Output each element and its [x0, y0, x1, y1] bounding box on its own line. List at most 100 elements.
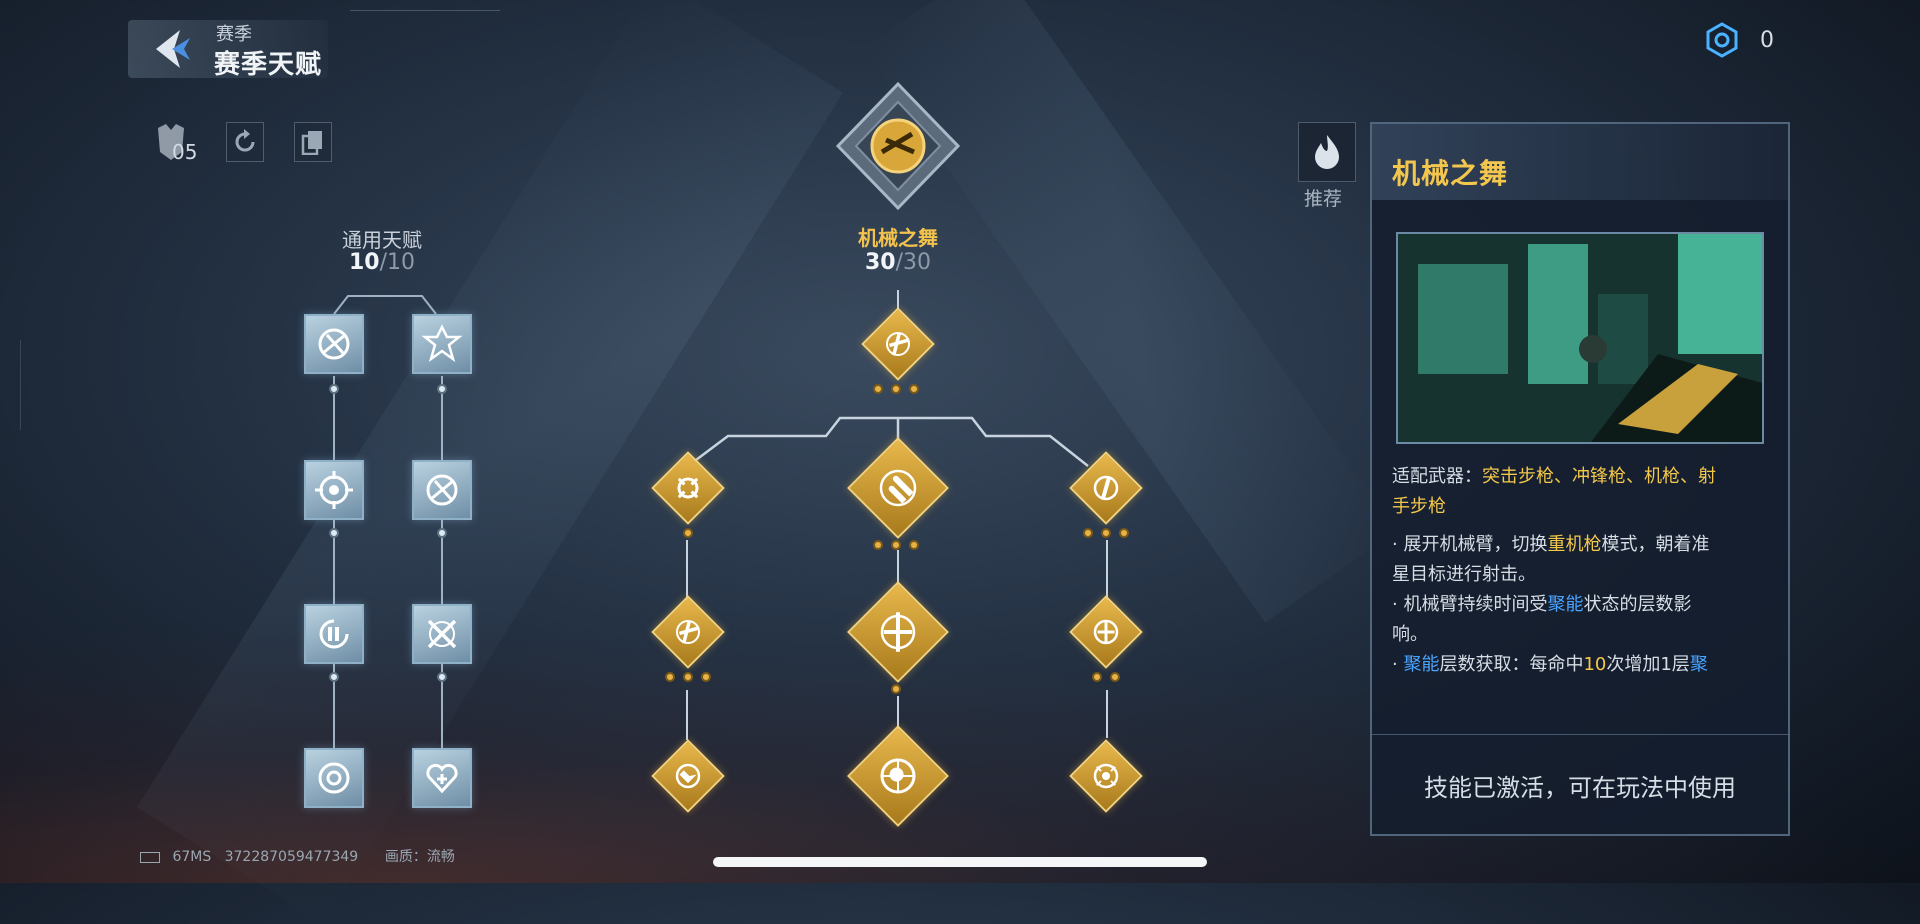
level-dot	[701, 672, 711, 682]
main-talent-title: 机械之舞	[858, 226, 938, 250]
reset-button[interactable]	[226, 122, 264, 162]
main-talent-count: 30/30	[798, 250, 998, 275]
back-button[interactable]	[150, 28, 194, 70]
general-talent-node[interactable]	[412, 314, 472, 374]
status-bar: 67MS 372287059477349 画质：流畅	[140, 846, 455, 866]
general-talent-node[interactable]	[304, 604, 364, 664]
copy-icon	[301, 131, 322, 155]
boot-kick-icon	[651, 739, 725, 813]
general-talent-node[interactable]	[412, 748, 472, 808]
general-talent-total: /10	[379, 250, 416, 275]
general-talent-node[interactable]	[304, 314, 364, 374]
detail-title: 机械之舞	[1392, 157, 1509, 190]
quality-label: 画质：	[384, 849, 427, 865]
recommend-button[interactable]	[1298, 122, 1356, 182]
home-indicator[interactable]	[713, 857, 1207, 867]
back-arrow-icon	[156, 30, 190, 68]
desc-text: 响。	[1392, 624, 1428, 645]
copy-button[interactable]	[294, 122, 332, 162]
desc-text: 状态的层数影	[1583, 594, 1692, 615]
level-dot	[891, 540, 901, 550]
level-dot	[891, 684, 901, 694]
flame-icon	[1315, 135, 1339, 169]
desc-highlight: 聚能	[1403, 654, 1440, 675]
desc-text: · 机械臂持续时间受	[1392, 594, 1548, 615]
ping-value: 67MS	[172, 849, 212, 865]
level-dot	[683, 672, 693, 682]
general-talent-current: 10	[348, 250, 380, 275]
level-dot	[909, 540, 919, 550]
gun-arm-icon	[651, 595, 725, 669]
level-dot	[873, 540, 883, 550]
claw-icon	[318, 328, 350, 360]
desc-text: · 展开机械臂，切换	[1392, 534, 1548, 555]
general-talent-node[interactable]	[304, 460, 364, 520]
level-dot	[873, 384, 883, 394]
crossed-blades-icon	[847, 581, 949, 683]
level-dot	[665, 672, 675, 682]
desc-text: ·	[1392, 654, 1404, 675]
desc-text: 层数获取：每命中	[1439, 654, 1584, 675]
heart-plus-icon	[426, 763, 458, 794]
gun-arm-icon	[1069, 595, 1143, 669]
level-dot	[1101, 528, 1111, 538]
crosshair-icon	[651, 451, 725, 525]
tree-line	[333, 376, 335, 752]
uid-value: 372287059477349	[224, 849, 359, 865]
level-dot	[683, 528, 693, 538]
level-dot	[1083, 528, 1093, 538]
node-dot	[437, 528, 447, 538]
node-dot	[437, 672, 447, 682]
general-talent-node[interactable]	[304, 748, 364, 808]
desc-text: 模式，朝着准	[1601, 534, 1710, 555]
talent-points-icon	[154, 122, 188, 162]
quality-value: 流畅	[426, 849, 455, 865]
description-line: · 展开机械臂，切换重机枪模式，朝着准 星目标进行射击。	[1392, 530, 1772, 590]
talent-points: 05	[172, 140, 198, 164]
claw-icon	[426, 474, 458, 506]
tree-line	[686, 690, 688, 740]
bullets-icon	[847, 437, 949, 539]
tree-line	[897, 696, 899, 736]
general-talent-title: 通用天赋	[342, 228, 422, 252]
level-dot	[909, 384, 919, 394]
page-title: 赛季天赋	[214, 50, 323, 80]
currency-value: 0	[1760, 28, 1774, 53]
target-skull-icon	[315, 471, 353, 509]
spiky-shield-icon	[421, 324, 463, 363]
hud-deco-box	[20, 340, 191, 430]
desc-highlight: 重机枪	[1547, 534, 1602, 555]
tree-line	[1106, 690, 1108, 738]
node-dot	[329, 528, 339, 538]
weapons-value: 突击步枪、冲锋枪、机枪、射	[1482, 466, 1716, 487]
main-talent-emblem	[835, 81, 961, 211]
tree-line	[897, 290, 899, 310]
desc-highlight: 聚	[1689, 654, 1708, 675]
node-dot	[329, 672, 339, 682]
crossed-blades-icon	[427, 619, 457, 649]
desc-highlight: 10	[1583, 654, 1607, 675]
tree-line	[1106, 540, 1108, 600]
desc-text: 星目标进行射击。	[1392, 564, 1536, 585]
refresh-icon	[235, 129, 255, 152]
node-dot	[437, 384, 447, 394]
general-talent-node[interactable]	[412, 460, 472, 520]
general-talent-count: 10/10	[302, 250, 462, 275]
general-talent-node[interactable]	[412, 604, 472, 664]
description-line: · 聚能层数获取：每命中10次增加1层聚	[1392, 650, 1772, 680]
hud-deco-line	[350, 10, 500, 11]
tree-line	[441, 376, 443, 752]
panel-header	[1372, 124, 1788, 200]
recommend-label: 推荐	[1304, 188, 1343, 210]
weapons-label: 适配武器：	[1392, 466, 1482, 487]
gun-arm-icon	[861, 307, 935, 381]
description-line: · 机械臂持续时间受聚能状态的层数影 响。	[1392, 590, 1772, 650]
currency-icon	[1704, 22, 1740, 58]
level-dot	[1092, 672, 1102, 682]
tree-line	[686, 540, 688, 600]
level-dot	[891, 384, 901, 394]
ammo-reload-icon	[319, 619, 349, 649]
gear-target-icon	[318, 762, 350, 794]
weapons-value-cont: 手步枪	[1392, 496, 1446, 517]
node-dot	[329, 384, 339, 394]
